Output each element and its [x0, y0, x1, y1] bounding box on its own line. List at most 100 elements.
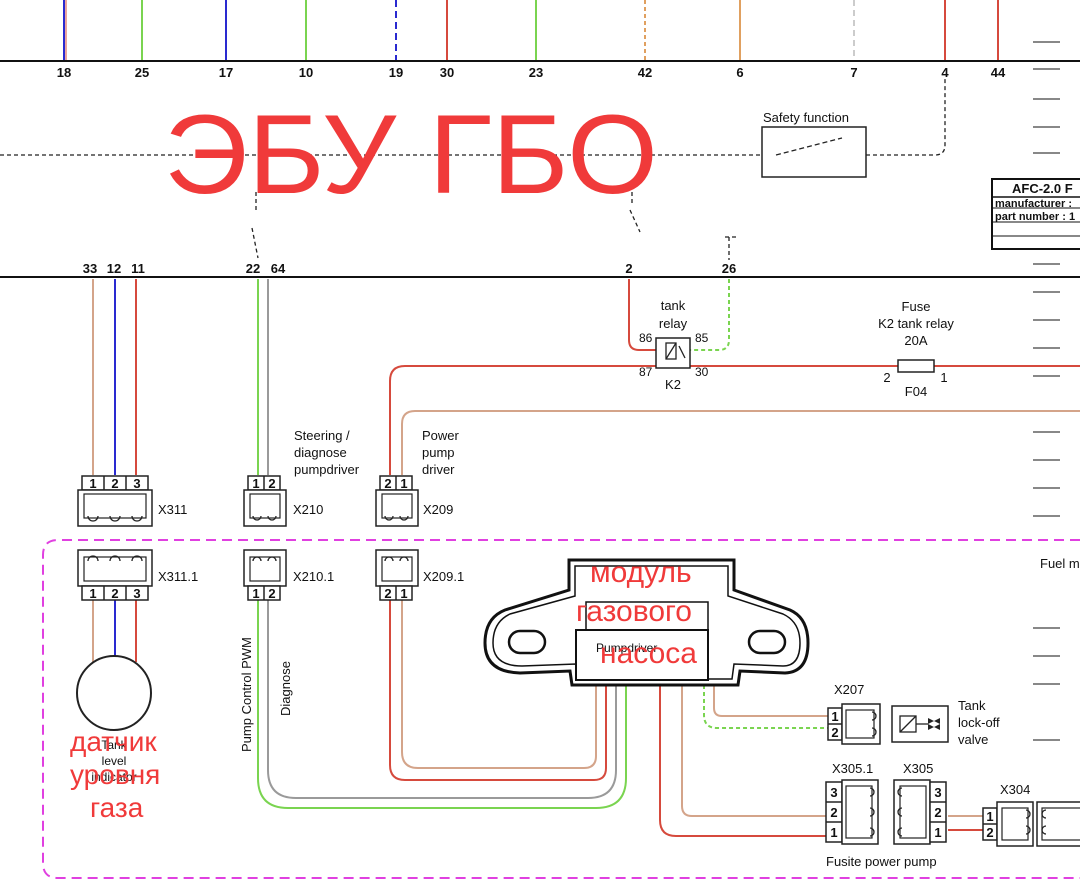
wires	[92, 279, 1080, 837]
connector-x210: 1 2 X210	[243, 475, 323, 527]
bottom-pin-numbers: 33 12 11 22 64 2 26	[83, 261, 736, 276]
pin-number: 2	[934, 805, 941, 820]
afc-title: AFC-2.0 F	[1012, 181, 1073, 196]
fuel-module-label: Fuel m	[1040, 556, 1080, 571]
bottom-pin-label: 26	[722, 261, 736, 276]
pin-number: 1	[830, 825, 837, 840]
connector-x209: 2 1 X209	[375, 475, 453, 527]
pin-number: 1	[252, 586, 259, 601]
pin-number: 1	[89, 476, 96, 491]
sensor-overlay-3: газа	[90, 792, 144, 823]
pin-number: 2	[268, 586, 275, 601]
fuse-rating: 20A	[904, 333, 927, 348]
sensor-overlay-2: уровня	[70, 759, 160, 790]
pin-number: 2	[384, 586, 391, 601]
fuse-title-1: Fuse	[902, 299, 931, 314]
bottom-pin-label: 33	[83, 261, 97, 276]
ecu-title-overlay: ЭБУ ГБО	[164, 92, 658, 217]
steering-label-3: pumpdriver	[294, 462, 360, 477]
relay-title-1: tank	[661, 298, 686, 313]
connector-label: X305.1	[832, 761, 873, 776]
relay-ref: K2	[665, 377, 681, 392]
pin-number: 1	[400, 586, 407, 601]
top-pin-numbers: 18 25 17 10 19 30 23 42 6 7 4 44	[57, 65, 1006, 80]
sensor-overlay-1: датчик	[70, 726, 157, 757]
connector-x210-1: 1 2 X210.1	[243, 549, 334, 601]
steering-label-2: diagnose	[294, 445, 347, 460]
bottom-pin-label: 64	[271, 261, 286, 276]
diagnose-label: Diagnose	[278, 661, 293, 716]
pin-number: 1	[252, 476, 259, 491]
pump-module-overlay-2: газового	[576, 595, 692, 628]
pwm-label: Pump Control PWM	[239, 637, 254, 752]
afc-manufacturer: manufacturer :	[995, 198, 1072, 210]
top-wires	[63, 0, 999, 60]
connector-label: X311	[158, 502, 187, 517]
pin-number: 1	[831, 709, 838, 724]
connector-label: X304	[1000, 782, 1030, 797]
connector-x304: X304 1 2	[982, 782, 1080, 847]
pump-module-overlay-1: модуль	[590, 556, 692, 589]
tank-level-label-2: level	[102, 754, 127, 768]
pin-number: 2	[831, 725, 838, 740]
bottom-pin-label: 22	[246, 261, 260, 276]
valve-label-1: Tank	[958, 698, 986, 713]
power-label-2: pump	[422, 445, 455, 460]
connector-x305: X305 3 2 1	[893, 761, 947, 845]
tank-lock-off-valve: Tank lock-off valve	[891, 698, 1000, 747]
fuse-pin-1: 1	[940, 370, 947, 385]
top-pin-label: 42	[638, 65, 652, 80]
afc-title-block: AFC-2.0 F manufacturer : part number : 1	[991, 178, 1080, 250]
connector-label: X209	[423, 502, 453, 517]
valve-label-3: valve	[958, 732, 988, 747]
pump-driver-module: Pumpdriver	[483, 558, 810, 687]
top-pin-label: 10	[299, 65, 313, 80]
pin-number: 3	[830, 785, 837, 800]
fuse-f04: Fuse K2 tank relay 20A 2 1 F04	[878, 299, 954, 399]
connector-label: X311.1	[158, 569, 198, 584]
connector-x311-1: 1 2 3 X311.1	[77, 549, 198, 601]
relay-pin-87: 87	[639, 365, 653, 379]
relay-pin-85: 85	[695, 331, 709, 345]
safety-function-switch: Safety function	[761, 110, 867, 178]
pin-number: 3	[934, 785, 941, 800]
fusite-label: Fusite power pump	[826, 854, 937, 869]
connector-label: X210	[293, 502, 323, 517]
top-pin-label: 7	[850, 65, 857, 80]
pin-number: 3	[133, 476, 140, 491]
power-label-1: Power	[422, 428, 460, 443]
bottom-pin-label: 12	[107, 261, 121, 276]
valve-label-2: lock-off	[958, 715, 1000, 730]
steering-label-1: Steering /	[294, 428, 350, 443]
top-pin-label: 23	[529, 65, 543, 80]
right-ruler	[1033, 41, 1060, 741]
connector-label: X305	[903, 761, 933, 776]
pin-number: 1	[986, 809, 993, 824]
connector-label: X209.1	[423, 569, 464, 584]
connector-x305-1: X305.1 3 2 1	[825, 761, 879, 845]
ecu-internal-dashed	[0, 78, 946, 260]
connector-label: X210.1	[293, 569, 334, 584]
tank-level-label-1: Tank	[101, 738, 127, 752]
top-pin-label: 30	[440, 65, 454, 80]
connector-x209-1: 2 1 X209.1	[375, 549, 464, 601]
relay-pin-86: 86	[639, 331, 653, 345]
pin-number: 1	[934, 825, 941, 840]
top-pin-label: 44	[991, 65, 1006, 80]
connector-label: X207	[834, 682, 864, 697]
fuse-pin-2: 2	[883, 370, 890, 385]
top-pin-label: 17	[219, 65, 233, 80]
top-pin-label: 25	[135, 65, 149, 80]
tank-level-sensor	[76, 655, 152, 731]
pumpdriver-label: Pumpdriver	[596, 641, 657, 655]
tank-level-label-3: indicator	[91, 770, 136, 784]
tank-relay-k2: tank relay 86 85 87 30 K2	[639, 298, 709, 392]
pin-number: 1	[400, 476, 407, 491]
pin-number: 2	[384, 476, 391, 491]
bottom-pin-label: 2	[625, 261, 632, 276]
top-pin-label: 18	[57, 65, 71, 80]
pin-number: 2	[830, 805, 837, 820]
safety-function-label: Safety function	[763, 110, 849, 125]
fuse-ref: F04	[905, 384, 927, 399]
